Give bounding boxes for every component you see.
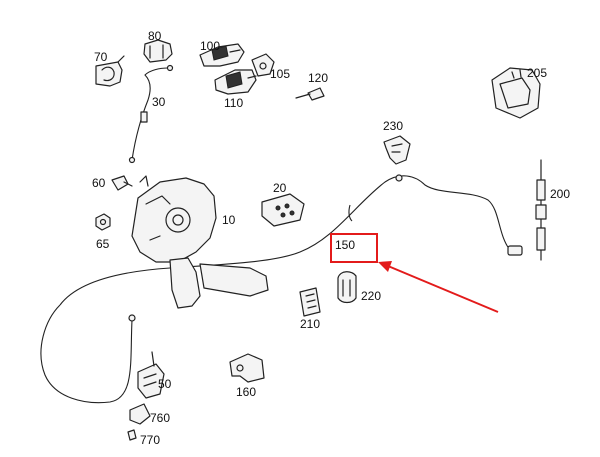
label-230: 230 — [383, 119, 404, 133]
label-80: 80 — [148, 29, 162, 43]
label-100: 100 — [200, 39, 221, 53]
part-10 — [131, 175, 269, 309]
part-230 — [383, 135, 411, 165]
part-105 — [251, 53, 275, 77]
part-80 — [143, 39, 173, 63]
part-20 — [261, 193, 305, 227]
highlight-arrow-head — [378, 261, 392, 272]
part-160 — [229, 353, 265, 383]
part-60 — [111, 175, 133, 191]
label-200: 200 — [550, 187, 571, 201]
part-770 — [127, 429, 137, 441]
part-50 — [137, 351, 165, 399]
label-150: 150 — [335, 238, 356, 252]
label-160: 160 — [236, 385, 257, 399]
label-205: 205 — [527, 66, 548, 80]
label-65: 65 — [96, 237, 110, 251]
label-770: 770 — [140, 433, 161, 447]
label-105: 105 — [270, 67, 291, 81]
part-200 — [535, 159, 547, 261]
highlight-annotation — [330, 233, 499, 313]
label-110: 110 — [224, 96, 244, 110]
label-70: 70 — [94, 50, 108, 64]
part-65 — [95, 213, 111, 231]
part-100 — [199, 43, 245, 67]
label-760: 760 — [150, 411, 171, 425]
part-220 — [337, 271, 357, 304]
label-50: 50 — [158, 377, 172, 391]
label-30: 30 — [152, 95, 166, 109]
part-760 — [129, 403, 151, 425]
part-210 — [299, 287, 321, 317]
label-60: 60 — [92, 176, 106, 190]
part-110 — [214, 69, 257, 95]
part-205 — [491, 67, 541, 119]
label-20: 20 — [273, 181, 287, 195]
part-120 — [295, 87, 325, 101]
highlight-arrow-line — [387, 265, 499, 313]
label-120: 120 — [308, 71, 329, 85]
cable-150 — [40, 174, 523, 404]
highlight-box — [330, 233, 378, 263]
label-220: 220 — [361, 289, 382, 303]
part-30 — [128, 64, 174, 164]
label-210: 210 — [300, 317, 321, 331]
part-70 — [95, 55, 125, 87]
label-10: 10 — [222, 213, 236, 227]
